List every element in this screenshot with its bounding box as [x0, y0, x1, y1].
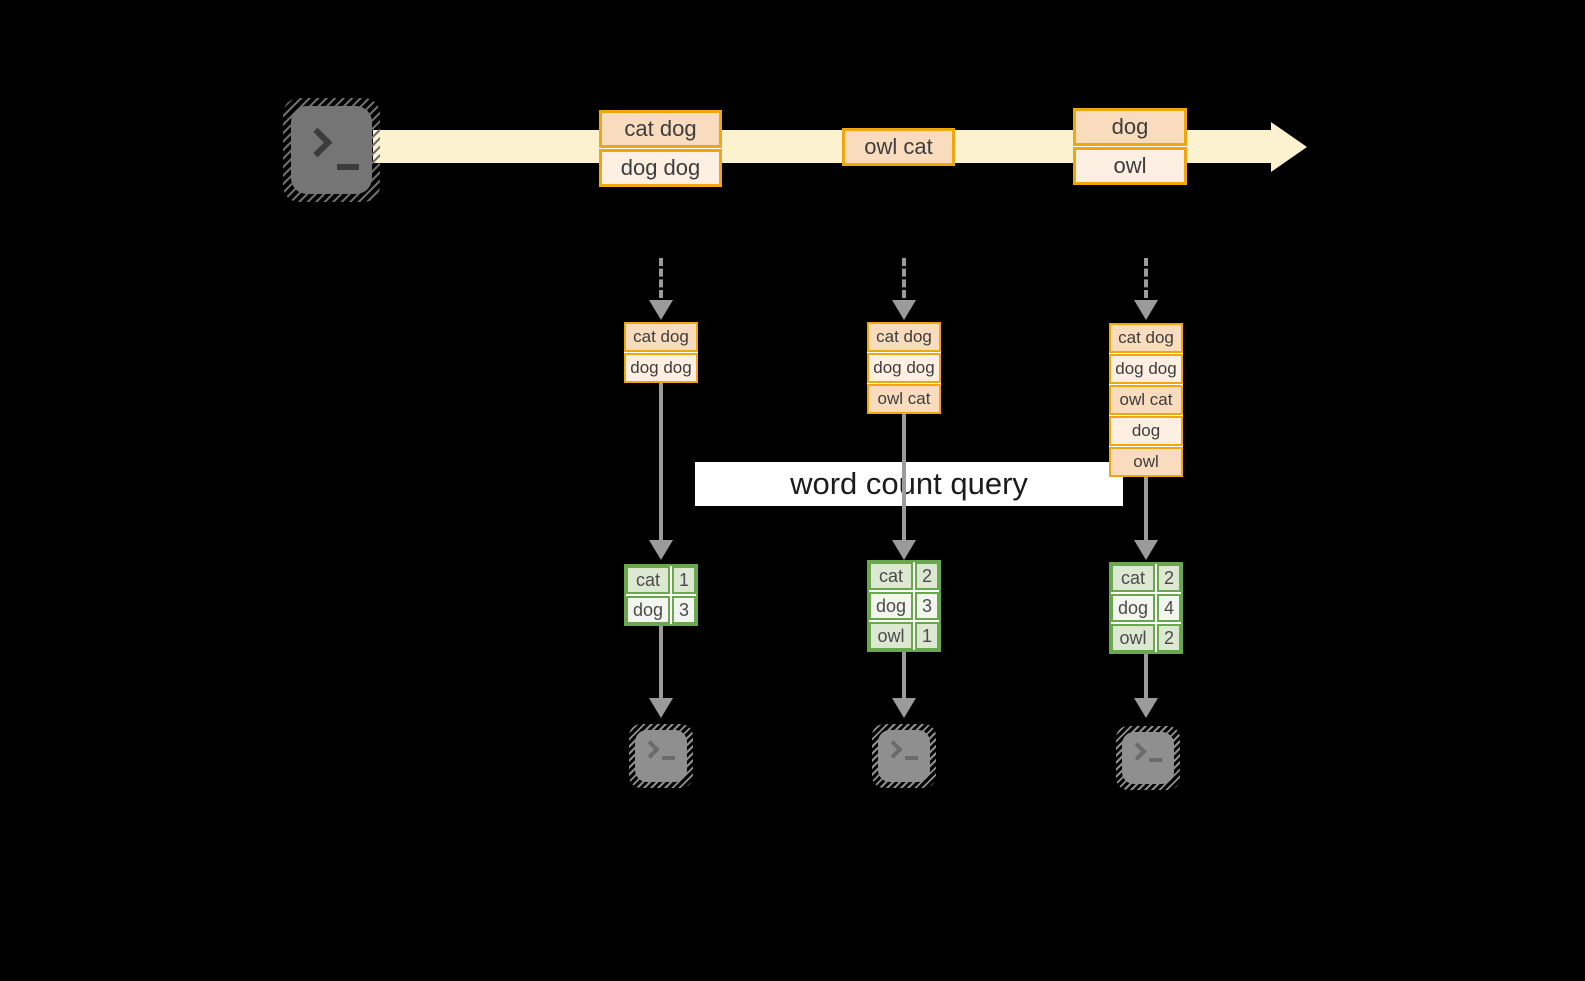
sink-terminal-1: [629, 724, 693, 788]
word-count-table-1: cat 1 dog 3: [624, 564, 698, 626]
message-cell: dog dog: [599, 149, 722, 187]
word-cell: cat: [1111, 564, 1155, 592]
arrowhead-icon: [892, 698, 916, 718]
word-count-table-3: cat 2 dog 4 owl 2: [1109, 562, 1183, 654]
dashed-arrow: [1144, 258, 1148, 298]
dashed-arrowhead-icon: [892, 300, 916, 320]
prompt-underscore-icon: [337, 164, 359, 170]
message-cell: dog: [1073, 108, 1187, 146]
word-cell: dog: [869, 592, 913, 620]
count-cell: 3: [672, 596, 696, 624]
terminal-icon: [635, 730, 687, 782]
dashed-arrowhead-icon: [649, 300, 673, 320]
message-cell: owl cat: [842, 128, 955, 166]
message-cell: cat dog: [599, 110, 722, 148]
dashed-arrow: [659, 258, 663, 298]
arrowhead-icon: [649, 698, 673, 718]
count-cell: 1: [915, 622, 939, 650]
arrow: [1144, 477, 1148, 540]
count-cell: 4: [1157, 594, 1181, 622]
prompt-chevron-icon: [884, 740, 903, 759]
stream-batch-1: cat dog dog dog: [599, 110, 722, 187]
arrow: [659, 626, 663, 698]
buffer-box-2: cat dog dog dog owl cat: [867, 322, 941, 414]
buffer-cell: dog dog: [624, 353, 698, 383]
buffer-cell: owl cat: [1109, 385, 1183, 415]
sink-terminal-2: [872, 724, 936, 788]
count-cell: 2: [1157, 624, 1181, 652]
arrowhead-icon: [892, 540, 916, 560]
prompt-chevron-icon: [641, 740, 660, 759]
stream-arrowhead-icon: [1271, 122, 1307, 172]
count-cell: 3: [915, 592, 939, 620]
buffer-cell: dog: [1109, 416, 1183, 446]
terminal-icon: [878, 730, 930, 782]
buffer-cell: cat dog: [867, 322, 941, 352]
buffer-cell: owl: [1109, 447, 1183, 477]
arrowhead-icon: [1134, 540, 1158, 560]
word-cell: dog: [1111, 594, 1155, 622]
query-label-band: word count query: [695, 462, 1123, 506]
buffer-cell: cat dog: [1109, 323, 1183, 353]
word-cell: cat: [869, 562, 913, 590]
prompt-underscore-icon: [905, 756, 918, 760]
buffer-cell: dog dog: [867, 353, 941, 383]
count-cell: 1: [672, 566, 696, 594]
terminal-icon: [1122, 732, 1174, 784]
buffer-cell: owl cat: [867, 384, 941, 414]
arrow: [902, 652, 906, 698]
sink-terminal-3: [1116, 726, 1180, 790]
source-terminal: [283, 98, 380, 202]
prompt-chevron-icon: [302, 127, 333, 158]
terminal-icon: [291, 106, 372, 194]
buffer-cell: dog dog: [1109, 354, 1183, 384]
word-cell: owl: [869, 622, 913, 650]
buffer-cell: cat dog: [624, 322, 698, 352]
word-cell: cat: [626, 566, 670, 594]
arrow: [659, 383, 663, 540]
stream-batch-2: owl cat: [842, 128, 955, 166]
prompt-underscore-icon: [1149, 758, 1162, 762]
query-label: word count query: [790, 466, 1028, 501]
arrowhead-icon: [1134, 698, 1158, 718]
prompt-chevron-icon: [1128, 742, 1147, 761]
stream-batch-3: dog owl: [1073, 108, 1187, 185]
word-cell: dog: [626, 596, 670, 624]
count-cell: 2: [1157, 564, 1181, 592]
arrow: [1144, 654, 1148, 698]
dashed-arrowhead-icon: [1134, 300, 1158, 320]
dashed-arrow: [902, 258, 906, 298]
arrowhead-icon: [649, 540, 673, 560]
prompt-underscore-icon: [662, 756, 675, 760]
arrow: [902, 414, 906, 540]
message-cell: owl: [1073, 147, 1187, 185]
word-count-table-2: cat 2 dog 3 owl 1: [867, 560, 941, 652]
buffer-box-1: cat dog dog dog: [624, 322, 698, 383]
buffer-box-3: cat dog dog dog owl cat dog owl: [1109, 323, 1183, 477]
count-cell: 2: [915, 562, 939, 590]
word-cell: owl: [1111, 624, 1155, 652]
